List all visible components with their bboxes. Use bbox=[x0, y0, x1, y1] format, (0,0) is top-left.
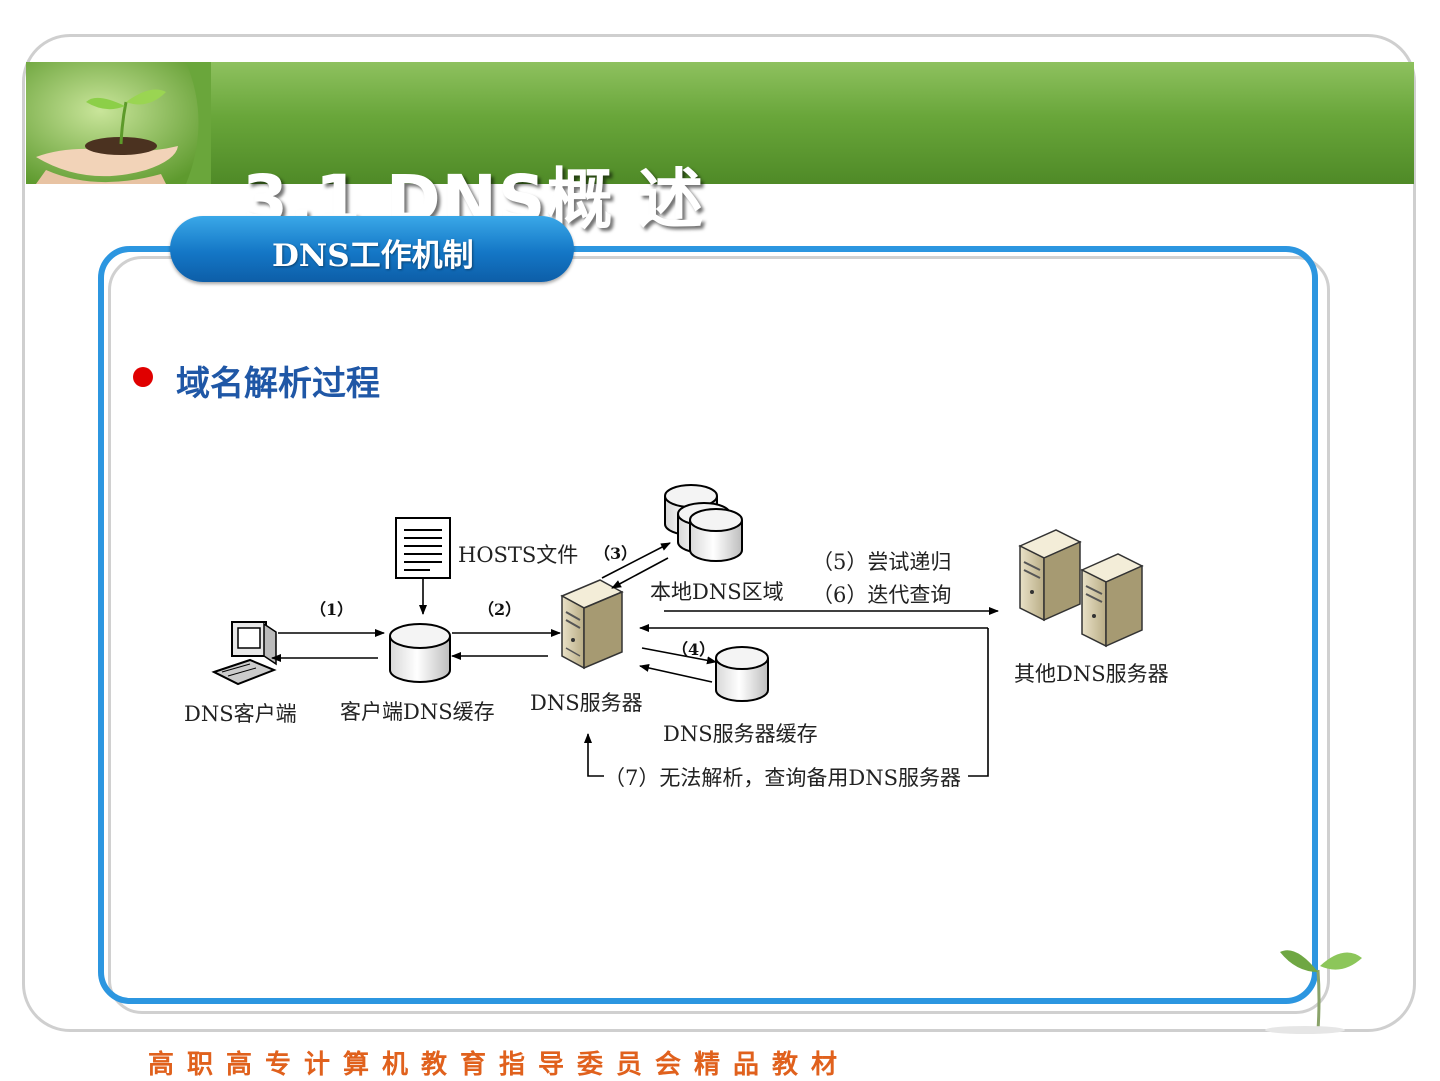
step-4-label: （4） bbox=[672, 640, 716, 659]
hosts-file-icon bbox=[395, 517, 451, 579]
footer-publisher-text: 高职高专计算机教育指导委员会精品教材 bbox=[148, 1050, 851, 1080]
local-zone-cylinders-icon bbox=[664, 484, 743, 562]
client-cache-label: 客户端DNS缓存 bbox=[340, 700, 495, 724]
other-servers-label: 其他DNS服务器 bbox=[1014, 662, 1169, 686]
header-band: 3.1 DNS概 述 bbox=[26, 62, 1414, 238]
other-dns-servers-icon bbox=[1018, 529, 1144, 648]
seedling-hands-photo bbox=[26, 62, 211, 184]
local-zone-label: 本地DNS区域 bbox=[650, 580, 784, 604]
flow-arrows bbox=[271, 542, 999, 777]
content-panel bbox=[98, 246, 1318, 1004]
server-cache-label: DNS服务器缓存 bbox=[663, 722, 818, 746]
dns-server-label: DNS服务器 bbox=[530, 691, 643, 715]
bullet-heading: 域名解析过程 bbox=[176, 364, 380, 404]
client-cache-cylinder-icon bbox=[389, 623, 451, 683]
panel-shadow bbox=[108, 256, 1330, 1014]
step-6-label: （6）迭代查询 bbox=[812, 583, 952, 607]
step-3-label: （3） bbox=[594, 544, 638, 563]
section-tab-label: DNS工作机制 bbox=[272, 238, 474, 274]
step-1-label: （1） bbox=[310, 600, 354, 619]
dns-server-icon bbox=[560, 579, 624, 670]
section-tab bbox=[170, 216, 574, 282]
step-7-label: （7）无法解析，查询备用DNS服务器 bbox=[604, 766, 961, 790]
step-5-label: （5）尝试递归 bbox=[812, 550, 952, 574]
bullet-dot bbox=[133, 367, 153, 387]
step-2-label: （2） bbox=[478, 600, 522, 619]
server-cache-cylinder-icon bbox=[715, 646, 769, 702]
hosts-file-label: HOSTS文件 bbox=[458, 543, 579, 567]
client-computer-icon bbox=[211, 621, 277, 686]
client-label: DNS客户端 bbox=[184, 702, 297, 726]
